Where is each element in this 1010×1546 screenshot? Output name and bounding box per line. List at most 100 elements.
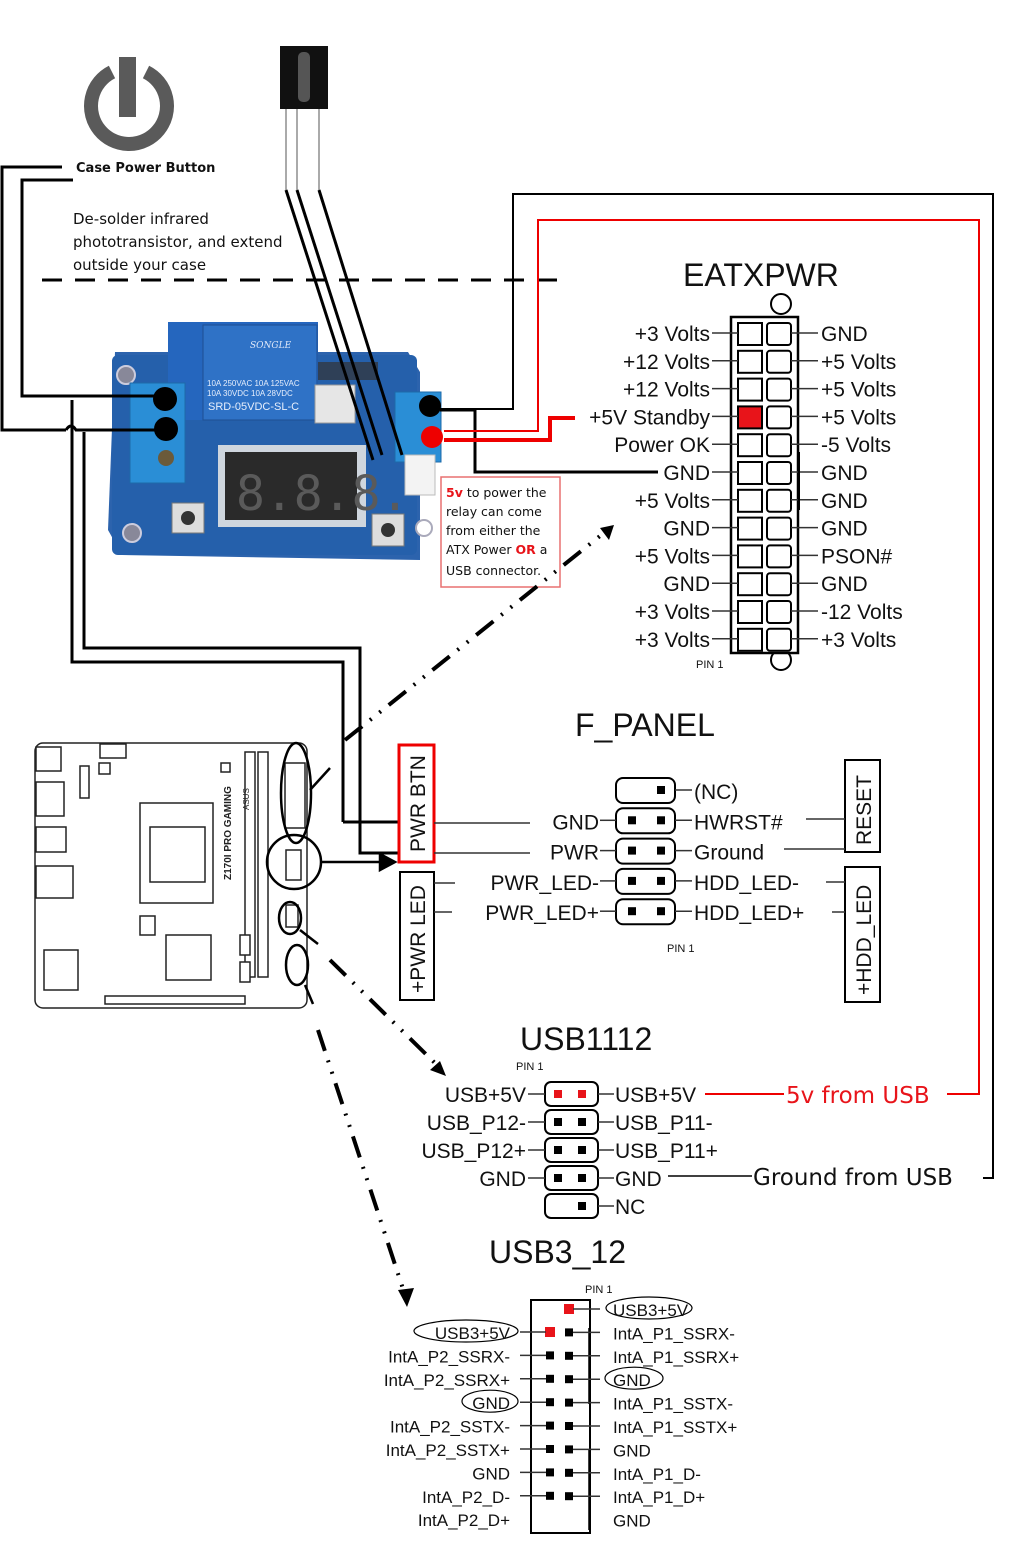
usb3-right-label: IntA_P1_SSRX- xyxy=(613,1324,735,1343)
fpanel-pin xyxy=(628,907,636,916)
fpanel-pin-pair xyxy=(615,837,676,865)
ground-from-usb-note: Ground from USB xyxy=(753,1165,953,1191)
eatx-pin xyxy=(766,544,792,569)
usb3-right-label: IntA_P1_D+ xyxy=(613,1488,705,1507)
ir-phototransistor-icon xyxy=(280,46,328,190)
fpanel-right-label: HDD_LED+ xyxy=(694,902,804,925)
eatx-pin xyxy=(737,488,763,513)
usb3-right-label: GND xyxy=(613,1371,651,1390)
relay-button-right xyxy=(381,523,395,537)
fpanel-left-label: GND xyxy=(552,811,599,834)
motherboard-outline xyxy=(34,742,308,1009)
usb3-pin xyxy=(565,1445,573,1454)
hdd-led-label: +HDD_LED xyxy=(853,885,876,995)
eatx-pin xyxy=(766,349,792,374)
fpanel-pin-pair xyxy=(615,777,676,804)
usb3-pin xyxy=(564,1304,574,1314)
hdd-led-box xyxy=(844,866,881,1003)
eatx-right-label: -5 Volts xyxy=(821,434,891,457)
usb3-left-label: GND xyxy=(472,1464,510,1483)
fpanel-pin xyxy=(628,876,636,885)
usb2-pin xyxy=(578,1174,586,1182)
eatx-pin xyxy=(766,516,792,541)
power-icon xyxy=(84,57,174,151)
fpanel-pin-pair xyxy=(615,807,676,835)
eatx-pin xyxy=(737,627,763,652)
eatx-right-label: +5 Volts xyxy=(821,379,896,402)
usb3-left-label: USB3+5V xyxy=(435,1324,511,1343)
usb2-left-label: GND xyxy=(479,1168,526,1191)
eatx-pin xyxy=(766,322,792,346)
usb2-pin xyxy=(578,1146,586,1154)
fpanel-pin xyxy=(657,816,665,825)
usb3-left-label: GND xyxy=(472,1394,510,1413)
usb3-left-label: IntA_P2_SSRX- xyxy=(388,1347,510,1366)
fpanel-pin-pair xyxy=(615,867,676,895)
usb3-right-label: IntA_P1_SSTX+ xyxy=(613,1418,737,1437)
usb3-right-label: IntA_P1_SSRX+ xyxy=(613,1348,739,1367)
fpanel-right-label: HWRST# xyxy=(694,811,783,834)
wires xyxy=(0,165,994,1179)
eatx-pin xyxy=(766,433,792,458)
eatx-left-label: Power OK xyxy=(614,434,710,457)
relay-terminal-vcc xyxy=(421,426,443,448)
pwr-btn-label: PWR BTN xyxy=(407,755,430,852)
relay-terminal-gnd xyxy=(419,395,441,417)
usb3-pin xyxy=(565,1328,573,1337)
eatx-pin xyxy=(737,349,763,374)
fpanel-left-label: PWR xyxy=(550,842,599,865)
fpanel-pin xyxy=(657,786,665,794)
eatx-pin xyxy=(737,600,763,624)
relay-button-left xyxy=(181,511,195,525)
usb2-right-label: GND xyxy=(615,1168,662,1191)
usb3-pin xyxy=(565,1398,573,1407)
case-power-button-label: Case Power Button xyxy=(76,161,215,176)
eatx-right-label: GND xyxy=(821,573,868,596)
eatx-pin xyxy=(766,600,792,624)
usb2-pin-pair xyxy=(544,1165,599,1191)
usb3-pin xyxy=(565,1492,573,1501)
usb3-pin xyxy=(546,1468,554,1477)
relay-rating-1: 10A 250VAC 10A 125VAC xyxy=(207,379,300,388)
usb2-right-label: NC xyxy=(615,1196,645,1219)
usb3-right-label: IntA_P1_D- xyxy=(613,1465,701,1484)
usb3-left-label: IntA_P2_SSTX- xyxy=(390,1418,510,1437)
eatx-pin xyxy=(766,405,792,430)
usb2-pin xyxy=(578,1118,586,1126)
eatx-pin xyxy=(766,461,792,485)
usb3-pin xyxy=(546,1398,554,1407)
eatx-pin xyxy=(737,516,763,541)
eatx-left-label: GND xyxy=(663,462,710,485)
motherboard-brand: ASUS xyxy=(242,788,251,810)
usb3-pin xyxy=(565,1351,573,1360)
eatxpwr-pin1-label: PIN 1 xyxy=(696,659,724,671)
usb3-title: USB3_12 xyxy=(489,1234,626,1270)
usb3-pin xyxy=(565,1422,573,1430)
fpanel-right-label: HDD_LED- xyxy=(694,872,799,895)
usb2-pin xyxy=(578,1202,586,1210)
eatx-right-label: GND xyxy=(821,490,868,513)
usb3-left-label: IntA_P2_D- xyxy=(422,1488,510,1507)
usb3-right-label: USB3+5V xyxy=(613,1301,689,1320)
usb2-pin-pair xyxy=(544,1081,599,1107)
usb2-left-label: USB+5V xyxy=(445,1084,526,1107)
fpanel-title: F_PANEL xyxy=(575,707,715,743)
usb2-left-label: USB_P12- xyxy=(427,1112,526,1135)
eatx-left-label: +12 Volts xyxy=(623,351,710,374)
note-5v-box: 5v to power the relay can come from eith… xyxy=(440,476,561,588)
reset-box xyxy=(844,759,881,853)
usb3-left-label: IntA_P2_D+ xyxy=(418,1511,510,1530)
relay-module: SONGLE 10A 250VAC 10A 125VAC 10A 30VDC 1… xyxy=(108,322,443,560)
usb2-right-label: USB_P11- xyxy=(615,1112,713,1135)
eatx-right-label: +3 Volts xyxy=(821,629,896,652)
usb2-pin-pair xyxy=(544,1193,599,1219)
usb2-pin-pair xyxy=(544,1137,599,1163)
relay-model: SRD-05VDC-SL-C xyxy=(208,401,299,413)
eatx-right-label: GND xyxy=(821,323,868,346)
pwr-led-box xyxy=(399,871,435,1001)
eatx-pin xyxy=(737,322,763,346)
usb3-right-label: GND xyxy=(613,1441,651,1460)
fpanel-left-label: PWR_LED- xyxy=(490,872,599,895)
eatx-left-label: +3 Volts xyxy=(635,629,710,652)
relay-terminal-no xyxy=(153,387,177,411)
